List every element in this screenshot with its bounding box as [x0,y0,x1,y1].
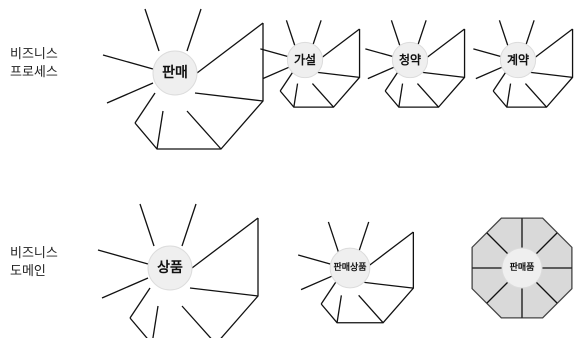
ray-line [525,20,534,46]
fan-spoke [385,72,397,91]
diagram-contract: 계약 [473,20,572,107]
ray-line [391,20,400,46]
diagram-product: 상품 [98,204,258,338]
fan-spoke [152,306,158,338]
fan-spoke [195,93,263,101]
ray-line [145,9,159,51]
hub-label: 판매품 [510,261,535,273]
fan-spoke [321,282,335,304]
fan-spoke [337,295,341,322]
fan-spoke [130,288,150,318]
fan-spoke [532,29,573,60]
ray-line [312,20,321,46]
ray-line [301,275,334,289]
fan-spoke [182,306,216,338]
diagram-sales: 판매 [103,9,263,149]
ray-line [417,20,426,46]
fan-spoke [399,84,403,108]
hub-label: 판매상품 [333,261,366,273]
ray-line [328,222,338,252]
diagram-sales-product: 판매상품 [298,222,413,323]
fan-spoke [417,84,438,108]
fan-spoke [312,84,333,108]
fan-spoke [157,111,163,149]
fan-spoke [280,72,292,91]
ray-line [476,66,505,78]
ray-line [499,20,508,46]
outer-outline [135,23,263,149]
ray-line [187,9,201,51]
ray-line [365,49,396,58]
fan-spoke [424,29,465,60]
diagram-sales-product-octagon: 판매품 [472,218,572,318]
fan-spoke [366,232,414,268]
hub-label: 상품 [157,260,183,276]
ray-line [473,49,504,58]
diagram-subscription: 청약 [365,20,464,107]
ray-line [102,278,148,298]
fan-spoke [359,295,383,322]
fan-spoke [507,84,511,108]
fan-spoke [493,72,505,91]
hub-label: 청약 [399,52,421,67]
fan-spoke [364,282,413,288]
ray-line [260,49,291,58]
hub-label: 판매 [162,65,188,81]
fan-spoke [319,29,360,60]
ray-line [263,66,292,78]
diagram-subscription-setup: 가설 [260,20,359,107]
hub-label: 계약 [507,52,529,67]
ray-line [368,66,397,78]
ray-line [107,83,153,103]
fan-spoke [135,93,155,123]
ray-line [182,204,196,246]
fan-spoke [187,111,221,149]
fan-spoke [317,72,359,77]
ray-line [286,20,295,46]
fan-spoke [197,23,263,73]
hub-label: 가설 [294,52,316,67]
fan-spoke [530,72,572,77]
ray-line [359,222,369,252]
ray-line [140,204,154,246]
ray-line [298,255,334,265]
ray-line [98,250,148,264]
fan-spoke [294,84,298,108]
fan-spoke [422,72,464,77]
ray-line [103,55,153,69]
fan-spoke [190,288,258,296]
fan-spoke [525,84,546,108]
fan-spoke [192,218,258,268]
